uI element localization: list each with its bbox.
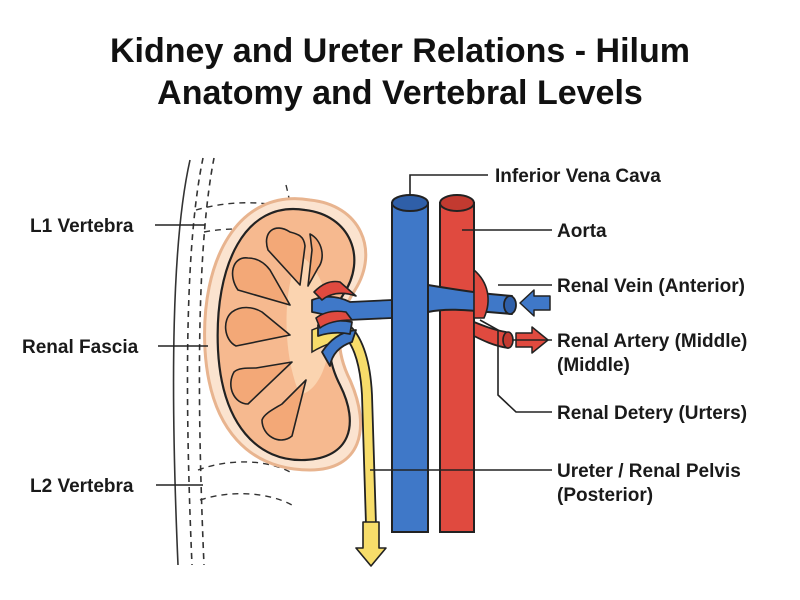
label-renal-artery-line1: Renal Artery (Middle) bbox=[557, 331, 747, 352]
pyramid-2 bbox=[231, 257, 291, 306]
label-l2-vertebra: L2 Vertebra bbox=[30, 476, 134, 497]
ivc-opening bbox=[391, 194, 429, 212]
label-renal-detery: Renal Detery (Urters) bbox=[557, 403, 747, 424]
l1-upper-marker bbox=[203, 228, 263, 233]
title-line-2: Anatomy and Vertebral Levels bbox=[157, 74, 643, 112]
pyramid-1 bbox=[265, 227, 306, 286]
renal-vein-branch-lower bbox=[321, 329, 357, 367]
body-wall-lines bbox=[172, 157, 215, 566]
renal-vein-opening bbox=[503, 295, 517, 315]
inferior-vena-cava[interactable] bbox=[391, 202, 429, 533]
leader-lines bbox=[155, 174, 552, 486]
medullary-pyramids bbox=[224, 227, 323, 441]
renal-vein-arrow bbox=[519, 289, 551, 317]
leader-ivc bbox=[409, 174, 488, 195]
body-wall-solid bbox=[172, 159, 191, 566]
renal-artery-branch-top bbox=[313, 280, 357, 301]
label-renal-artery-line2: (Middle) bbox=[557, 355, 630, 376]
body-wall-dashed-2 bbox=[198, 157, 215, 566]
label-ureter-line1: Ureter / Renal Pelvis bbox=[557, 461, 741, 482]
l2-lower-marker bbox=[199, 492, 293, 506]
pyramid-4 bbox=[230, 361, 293, 405]
body-wall-dashed-1 bbox=[186, 157, 204, 566]
ureter-down-arrow bbox=[355, 521, 387, 567]
renal-artery-opening bbox=[502, 331, 514, 349]
l1-level-marker bbox=[195, 202, 301, 213]
label-inferior-vena-cava: Inferior Vena Cava bbox=[495, 166, 661, 187]
aorta-opening bbox=[439, 194, 475, 212]
label-l1-vertebra: L1 Vertebra bbox=[30, 216, 134, 237]
pyramid-3 bbox=[224, 306, 291, 347]
pyramid-5 bbox=[261, 379, 307, 441]
label-ureter-line2: (Posterior) bbox=[557, 485, 653, 506]
label-aorta: Aorta bbox=[557, 221, 607, 242]
pyramid-6 bbox=[307, 233, 323, 287]
vertebral-markers bbox=[195, 184, 301, 506]
page-title: Kidney and Ureter Relations - Hilum Anat… bbox=[0, 30, 800, 114]
leader-renal-detery bbox=[479, 319, 552, 413]
renal-artery-branch-low bbox=[315, 310, 353, 329]
renal-vein-hilum bbox=[311, 295, 393, 367]
label-renal-fascia: Renal Fascia bbox=[22, 337, 139, 358]
aorta[interactable] bbox=[439, 202, 475, 533]
renal-artery-hilum bbox=[313, 280, 357, 329]
aorta-bulge bbox=[473, 268, 489, 319]
label-renal-vein: Renal Vein (Anterior) bbox=[557, 276, 745, 297]
title-line-1: Kidney and Ureter Relations - Hilum bbox=[110, 32, 690, 70]
